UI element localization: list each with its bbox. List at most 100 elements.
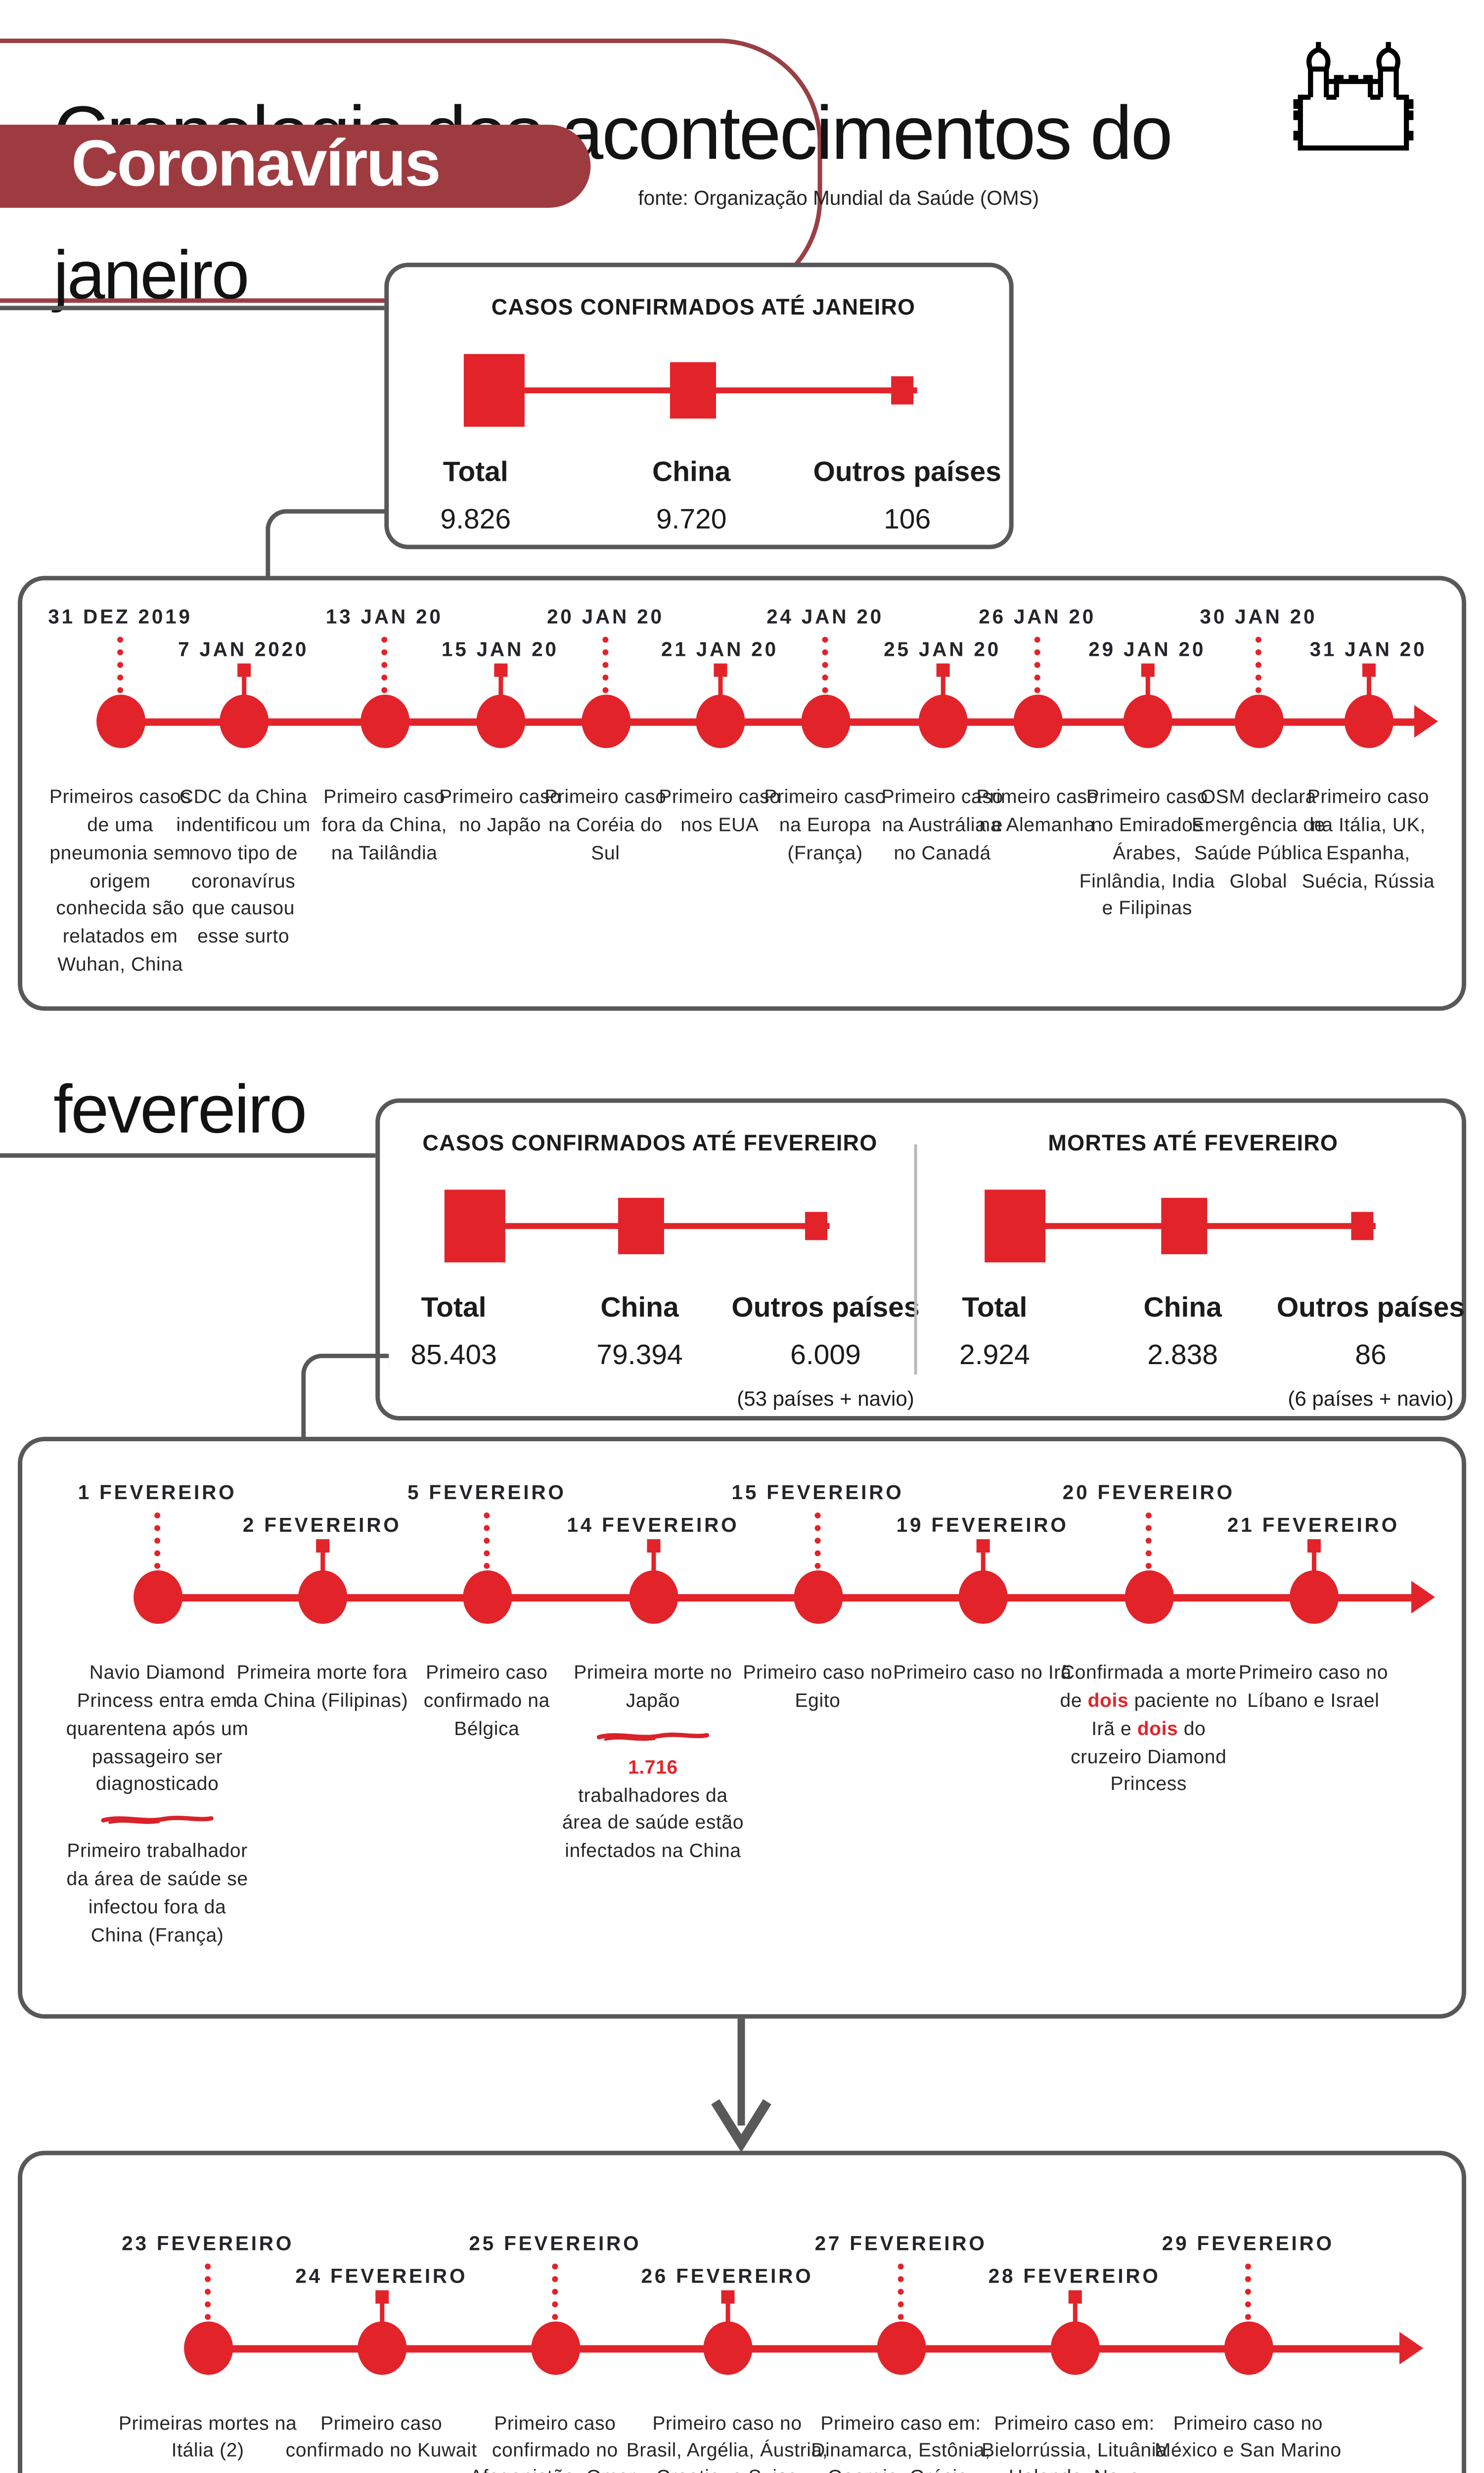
event-connector — [552, 2263, 558, 2320]
event-date: 1 FEVEREIRO — [78, 1481, 237, 1504]
stat-label: Total — [421, 1292, 487, 1324]
section-label-janeiro: janeiro — [53, 236, 249, 314]
event-description: Primeiro caso confirmado no KuwaitSobe p… — [276, 2411, 487, 2473]
timeline-line — [208, 2345, 1402, 2352]
event-connector — [117, 637, 124, 693]
timeline-dot — [475, 694, 525, 748]
event-connector — [1361, 663, 1375, 701]
connector-janeiro — [266, 509, 389, 581]
stats-divider — [914, 1144, 917, 1374]
event-date: 20 FEVEREIRO — [1062, 1481, 1235, 1504]
square-total — [444, 1190, 505, 1263]
event-description: Primeira morte fora da China (Filipinas) — [227, 1659, 417, 1715]
event-date: 20 JAN 20 — [546, 605, 664, 628]
event-description: Primeiro caso no Egito — [722, 1659, 912, 1715]
stats-box-janeiro: CASOS CONFIRMADOS ATÉ JANEIRO Total 9.82… — [384, 263, 1014, 550]
proportional-squares-chart — [430, 1180, 869, 1272]
timeline-dot — [1013, 694, 1062, 748]
event-paragraph: Primeiro caso na Europa (França) — [764, 785, 886, 864]
timeline-event: 27 FEVEREIRO Primeiro caso em: Dinamarca… — [796, 2155, 1006, 2473]
event-paragraph: Primeiro caso no México e San Marino — [1154, 2412, 1342, 2461]
event-connector — [814, 1512, 821, 1569]
timeline-dot — [1344, 694, 1393, 748]
stat-value: 2.924 — [959, 1340, 1030, 1372]
scribble-divider-icon — [596, 1732, 710, 1740]
timeline-dot — [958, 1570, 1007, 1624]
timeline-event: 2 FEVEREIRO Primeira morte fora da China… — [227, 1441, 417, 2014]
event-description: Primeiro caso fora da China, na Tailândi… — [313, 784, 455, 868]
event-description: Confirmada a morte de dois paciente no I… — [1054, 1659, 1244, 1799]
stat-value: 85.403 — [410, 1340, 497, 1372]
event-paragraph: Primeiro caso confirmado na Bélgica — [423, 1661, 550, 1740]
proportional-squares-chart — [442, 344, 964, 436]
stat-label: Outros países — [813, 457, 1001, 489]
timeline-event: 19 FEVEREIRO Primeiro caso no Irã — [888, 1441, 1078, 2014]
event-connector — [1140, 663, 1154, 701]
event-paragraph: Primeiro caso no Japão — [439, 785, 561, 836]
timeline-box-fevereiro-2: 23 FEVEREIRO Primeiras mortes na Itália … — [18, 2151, 1466, 2473]
event-connector — [898, 2263, 904, 2320]
event-date: 27 FEVEREIRO — [814, 2232, 987, 2255]
event-paragraph: Primeiro trabalhador da área de saúde se… — [66, 1839, 248, 1946]
event-paragraph: Primeiro caso confirmado no Kuwait — [285, 2412, 477, 2461]
event-paragraph: CDC da China indentificou um novo tipo d… — [176, 785, 311, 948]
timeline-dot — [1123, 694, 1172, 748]
timeline-dot — [95, 694, 145, 748]
timeline-dot — [133, 1570, 182, 1624]
event-paragraph: Primeiro caso na Itália, UK, Espanha, Su… — [1302, 785, 1435, 892]
event-paragraph: Primeiro caso em: Bielorrússia, Lituânia… — [982, 2412, 1168, 2473]
timeline-event: 20 JAN 20 Primeiro caso na Coréia do Sul — [534, 580, 676, 1006]
event-paragraph: Primeiro caso no Líbano e Israel — [1238, 1661, 1389, 1711]
stat-column: China 2.838 — [1143, 1293, 1221, 1373]
timeline-event: 25 FEVEREIRO Primeiro caso confirmado no… — [450, 2155, 660, 2473]
event-connector — [976, 1539, 989, 1577]
event-description: Primeiro caso no Japão — [429, 784, 571, 840]
timeline-arrow-icon — [1411, 1581, 1435, 1614]
event-description: Navio Diamond Princess entra em quarente… — [62, 1659, 252, 1950]
event-paragraph: Primeiro caso em: Dinamarca, Estônia, Ge… — [811, 2412, 990, 2473]
timeline-event: 7 JAN 2020 CDC da China indentificou um … — [172, 580, 315, 1006]
event-connector — [602, 637, 609, 693]
square-outros — [891, 376, 913, 405]
timeline-event: 29 JAN 20 Primeiro caso no Emirados Árab… — [1076, 580, 1218, 1006]
event-date: 24 JAN 20 — [766, 605, 884, 628]
square-total — [464, 354, 525, 427]
event-description: Primeiro caso em: Bielorrússia, Lituânia… — [969, 2411, 1180, 2473]
timeline-dot — [219, 694, 268, 748]
flow-arrow-head-icon — [709, 2096, 773, 2158]
event-paragraph: Primeira morte no Japão — [574, 1661, 732, 1711]
event-date: 26 JAN 20 — [979, 605, 1096, 628]
timeline-event: 31 DEZ 2019 Primeiros casos de uma pneum… — [48, 580, 191, 1006]
timeline-event: 30 JAN 20 OSM declara Emergência de Saúd… — [1187, 580, 1330, 1006]
timeline-dot — [876, 2321, 926, 2375]
event-connector — [381, 637, 388, 693]
event-date: 31 JAN 20 — [1309, 638, 1427, 661]
event-connector — [822, 637, 828, 693]
timeline-dot — [1223, 2321, 1273, 2375]
stat-label: China — [1143, 1292, 1222, 1324]
timeline-dot — [297, 1570, 347, 1624]
event-description: Primeiro caso no Líbano e Israel — [1218, 1659, 1408, 1715]
stat-label: Outros países — [731, 1292, 920, 1324]
janeiro-underline — [0, 306, 385, 311]
event-connector — [1245, 2263, 1251, 2320]
event-connector — [720, 2290, 734, 2328]
event-description: Primeiras mortes na Itália (2) — [102, 2411, 313, 2464]
timeline-event: 29 FEVEREIRO Primeiro caso no México e S… — [1143, 2155, 1353, 2473]
timeline-dot — [793, 1570, 843, 1624]
stat-group-casos-fevereiro: CASOS CONFIRMADOS ATÉ FEVEREIRO Total 85… — [392, 1103, 919, 1416]
proportional-squares-chart — [971, 1180, 1416, 1272]
event-connector — [713, 663, 726, 701]
timeline-dot — [1234, 694, 1283, 748]
event-date: 25 FEVEREIRO — [469, 2232, 641, 2255]
stat-note: (53 países + navio) — [737, 1386, 914, 1410]
event-date: 14 FEVEREIRO — [567, 1514, 739, 1537]
timeline-line — [120, 718, 1417, 725]
event-date: 21 FEVEREIRO — [1227, 1514, 1399, 1537]
event-description: Primeiro caso na Austrália e no Canadá — [871, 784, 1014, 868]
timeline-event: 26 JAN 20 Primeiro caso na Alemanha — [966, 580, 1109, 1006]
event-date: 15 JAN 20 — [441, 638, 559, 661]
event-date: 13 JAN 20 — [325, 605, 443, 628]
stat-column: Outros países 106 — [813, 457, 1001, 537]
